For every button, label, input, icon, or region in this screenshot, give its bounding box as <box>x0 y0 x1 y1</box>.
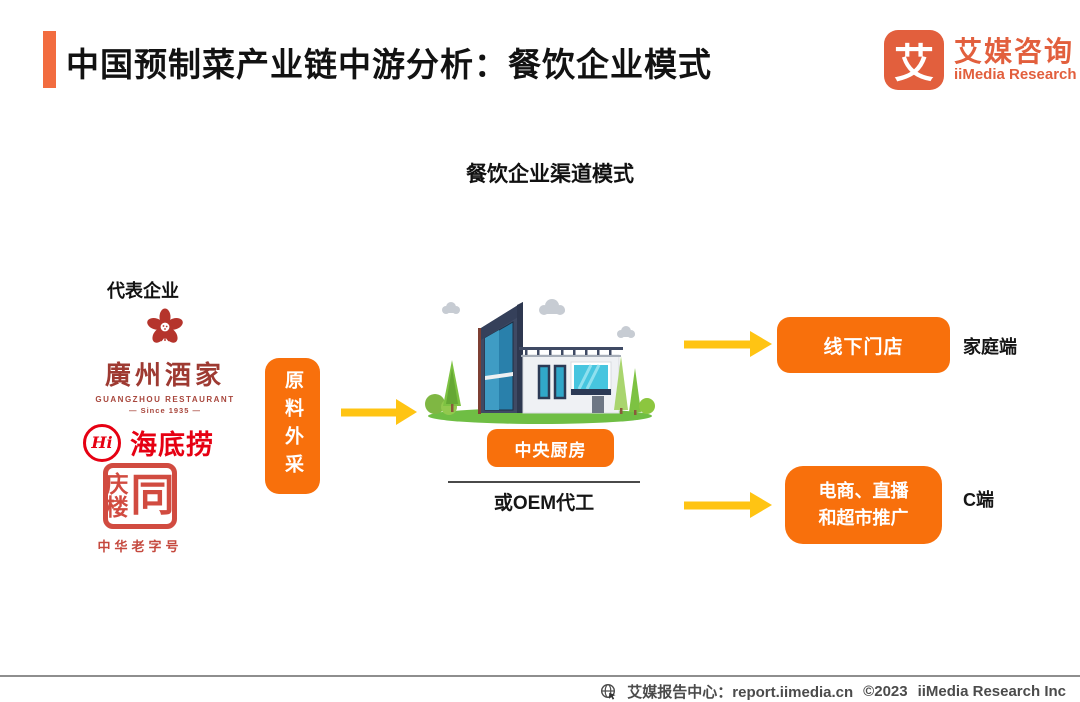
oem-label: 或OEM代工 <box>493 493 595 514</box>
channel-box-ecommerce: 电商、直播 和超市推广 <box>785 466 942 544</box>
tongqinglou-seal-icon: 庆 楼 同 <box>103 463 177 529</box>
channel-box-offline-stores: 线下门店 <box>777 317 950 373</box>
seal-char-qing: 庆 <box>105 470 129 497</box>
central-kitchen-building-illustration <box>425 299 655 424</box>
iimedia-logo: 艾 艾媒咨询 iiMedia Research <box>884 30 1077 90</box>
raw-material-label: 原料外采 <box>282 370 303 482</box>
footer-divider <box>0 675 1080 677</box>
footer: 艾媒报告中心：report.iimedia.cn ©2023 iiMedia R… <box>600 681 1066 702</box>
guangzhou-since: — Since 1935 — <box>129 406 201 415</box>
footer-company: iiMedia Research Inc <box>917 683 1066 700</box>
kapok-flower-icon <box>147 308 183 343</box>
haidilao-hi-badge-icon: Hi <box>83 423 121 462</box>
arrow-right-icon <box>684 492 772 518</box>
arrow-right-icon <box>341 399 417 425</box>
arrow-right-icon <box>684 331 772 357</box>
diagram-title: 餐饮企业渠道模式 <box>466 163 634 186</box>
tongqinglou-logo: 庆 楼 同 中华老字号 <box>65 463 215 555</box>
representative-companies-label: 代表企业 <box>107 281 179 301</box>
seal-char-lou: 楼 <box>105 494 129 520</box>
haidilao-name: 海底捞 <box>130 430 214 460</box>
target-label-c-end: C端 <box>963 490 994 510</box>
globe-icon <box>600 683 617 700</box>
target-label-home: 家庭端 <box>963 337 1017 357</box>
title-accent-bar <box>43 31 56 88</box>
haidilao-logo: Hi 海底捞 <box>83 423 214 462</box>
raw-material-box: 原料外采 <box>265 358 320 494</box>
page-title: 中国预制菜产业链中游分析：餐饮企业模式 <box>66 46 712 83</box>
iimedia-logo-icon: 艾 <box>884 30 944 90</box>
oem-divider <box>448 481 640 483</box>
footer-copyright: ©2023 <box>863 683 908 700</box>
seal-char-tong: 同 <box>130 471 175 520</box>
guangzhou-restaurant-logo: 廣州酒家 GUANGZHOU RESTAURANT — Since 1935 — <box>88 308 242 415</box>
central-kitchen-label: 中央厨房 <box>487 429 614 467</box>
brand-name-cn: 艾媒咨询 <box>954 36 1075 68</box>
guangzhou-name-en: GUANGZHOU RESTAURANT <box>95 395 235 404</box>
footer-report-center: 艾媒报告中心：report.iimedia.cn <box>627 684 854 701</box>
guangzhou-name: 廣州酒家 <box>104 361 225 391</box>
brand-name-en: iiMedia Research <box>954 65 1077 83</box>
tongqinglou-tagline: 中华老字号 <box>97 540 183 555</box>
